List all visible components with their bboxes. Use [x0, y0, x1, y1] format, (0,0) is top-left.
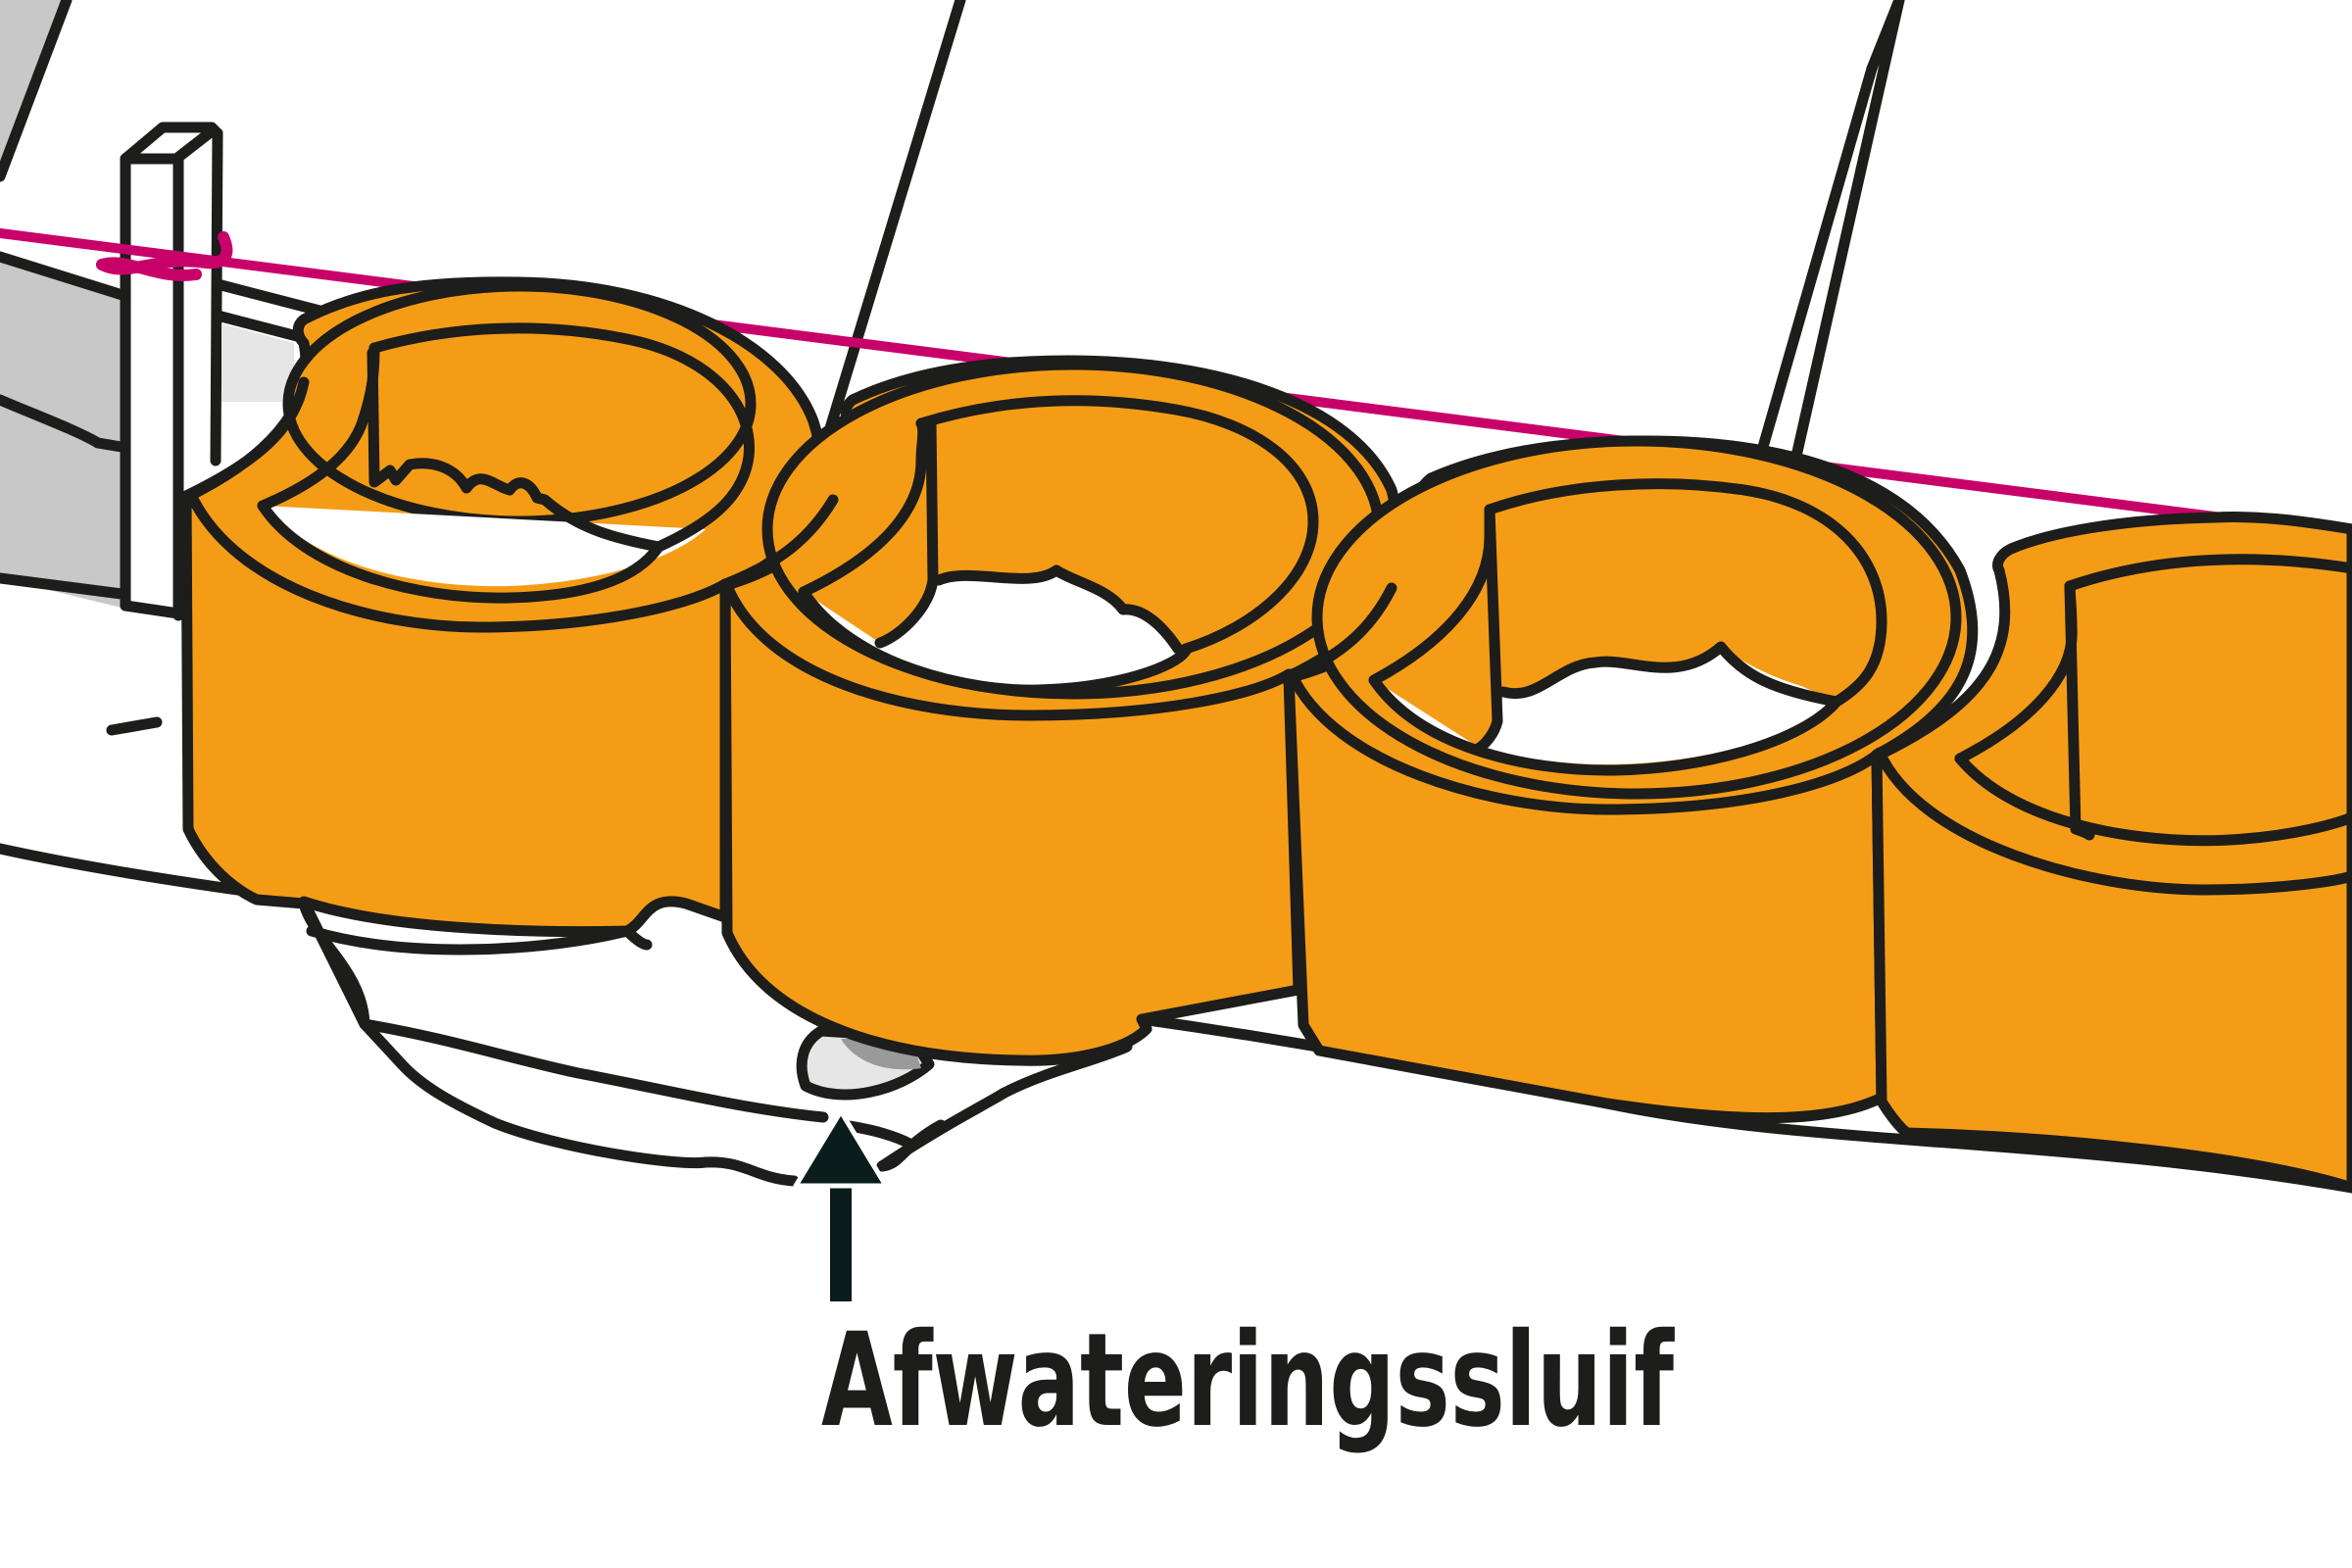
pipe-segment-3 [1283, 435, 1979, 1124]
back-panels [817, 0, 1905, 466]
arrow-head [793, 1108, 889, 1189]
pipe-segment-4 [1871, 512, 2352, 1194]
pipe-segment-1 [180, 276, 826, 1030]
pipe-segment-2 [719, 355, 1404, 1066]
drain-label: Afwateringssluif [821, 1305, 1675, 1456]
grey-wall [0, 0, 127, 608]
wooden-post [0, 122, 329, 621]
pointer-arrow [793, 1108, 889, 1301]
